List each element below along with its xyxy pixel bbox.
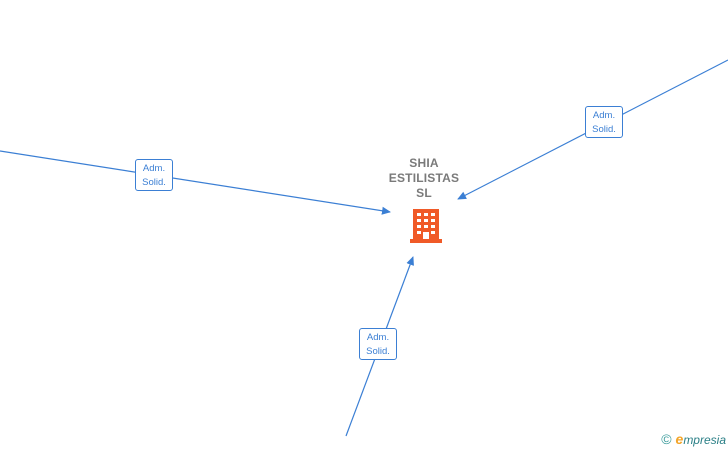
watermark: © empresia — [661, 431, 726, 447]
company-name-line-1: SHIA — [409, 156, 439, 170]
edge-label-bottom[interactable]: Adm. Solid. — [359, 328, 397, 360]
edge-label-right-line-2: Solid. — [592, 124, 616, 135]
company-name[interactable]: SHIA ESTILISTAS SL — [374, 156, 474, 201]
edge-label-left-line-1: Adm. — [142, 163, 166, 174]
copyright-icon: © — [661, 431, 672, 447]
edge-label-left-line-2: Solid. — [142, 177, 166, 188]
edge-label-bottom-line-2: Solid. — [366, 346, 390, 357]
company-name-line-2: ESTILISTAS — [388, 171, 460, 185]
edge-label-bottom-line-1: Adm. — [366, 332, 390, 343]
edge-label-right-line-1: Adm. — [592, 110, 616, 121]
company-name-line-3: SL — [416, 186, 432, 200]
edge-left — [0, 150, 391, 215]
edge-label-left[interactable]: Adm. Solid. — [135, 159, 173, 191]
building-icon[interactable] — [410, 207, 442, 243]
brand-rest: mpresia — [683, 433, 726, 447]
brand-logo: empresia — [676, 431, 726, 447]
edge-label-right[interactable]: Adm. Solid. — [585, 106, 623, 138]
brand-initial: e — [675, 431, 684, 447]
